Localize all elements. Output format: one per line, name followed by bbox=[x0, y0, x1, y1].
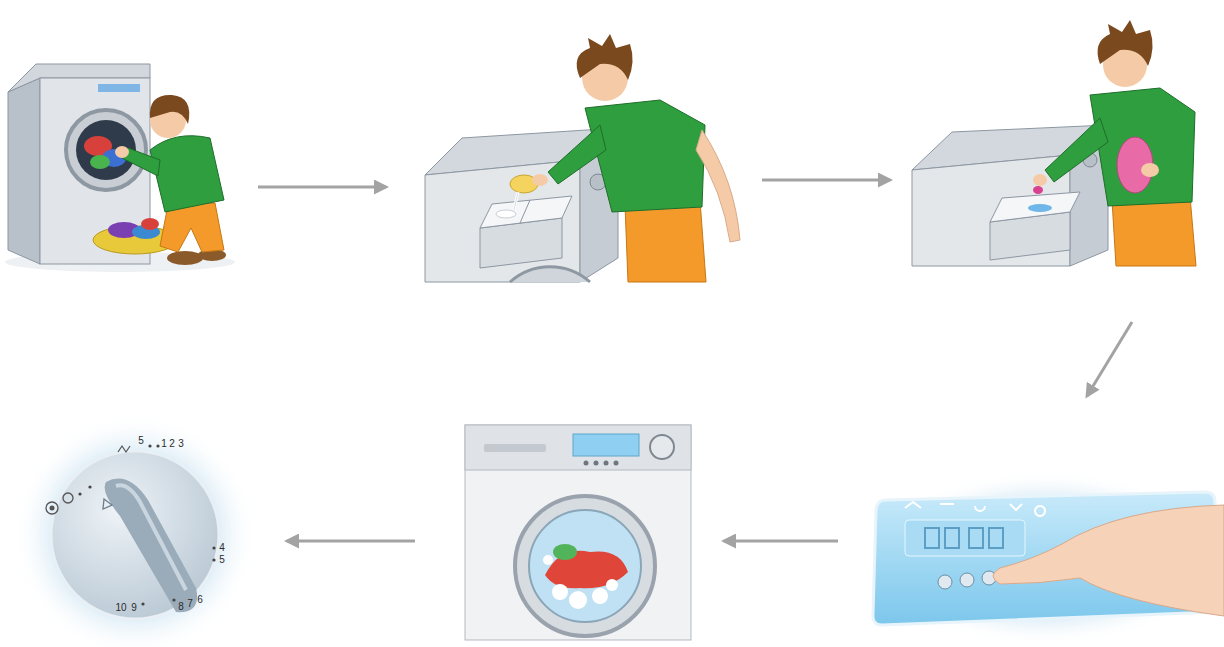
control-panel-step-part bbox=[925, 528, 939, 548]
dial-number: 6 bbox=[197, 595, 203, 605]
loading-step-part bbox=[90, 155, 110, 169]
loading-step-part bbox=[8, 78, 40, 264]
washing-step-part bbox=[465, 425, 691, 470]
dial-number: 4 bbox=[219, 543, 225, 553]
softener-step-part bbox=[990, 192, 1080, 222]
program-dial-part bbox=[212, 558, 215, 561]
control-panel-step-part bbox=[960, 573, 974, 587]
control-panel-step-part bbox=[905, 502, 1045, 516]
program-dial-part bbox=[13, 413, 257, 647]
program-dial-part bbox=[105, 479, 198, 613]
dial-number: 1 bbox=[161, 439, 167, 449]
program-dial-part bbox=[51, 451, 219, 619]
washing-step-part bbox=[515, 496, 655, 636]
washing-step-part bbox=[606, 579, 618, 591]
detergent-step-part bbox=[514, 192, 518, 210]
detergent-step-part bbox=[532, 174, 548, 186]
program-dial-part bbox=[63, 493, 73, 503]
loading-step-part bbox=[150, 136, 224, 212]
control-panel-step bbox=[870, 470, 1224, 646]
washing-step-part bbox=[552, 584, 568, 600]
washing-step-part bbox=[543, 555, 553, 565]
washing-step-part bbox=[465, 425, 691, 640]
dial-number: 10 bbox=[115, 603, 126, 613]
program-dial-part bbox=[156, 444, 159, 447]
program-dial-part bbox=[116, 485, 186, 590]
detergent-step-part bbox=[548, 125, 606, 184]
softener-step-part bbox=[1033, 174, 1047, 186]
program-dial-part bbox=[88, 485, 91, 488]
step-arrows-part bbox=[1087, 322, 1132, 396]
loading-step-part bbox=[141, 218, 159, 230]
program-dial-part bbox=[172, 598, 175, 601]
softener-step-part bbox=[1033, 186, 1043, 194]
detergent-step-part bbox=[514, 192, 518, 210]
step-arrows-part bbox=[762, 179, 890, 182]
control-panel-step-part bbox=[938, 575, 952, 589]
step-arrows-part bbox=[258, 186, 386, 189]
loading-step-part bbox=[167, 251, 203, 265]
loading-step bbox=[5, 64, 235, 272]
washing-step-part bbox=[614, 461, 619, 466]
detergent-step-part bbox=[696, 130, 740, 242]
detergent-step-part bbox=[625, 200, 706, 282]
control-panel-step-part bbox=[989, 528, 1003, 548]
control-panel-step-part bbox=[905, 520, 1025, 556]
dial-number: 5 bbox=[219, 555, 225, 565]
control-panel-step-part bbox=[945, 528, 959, 548]
program-dial-part bbox=[148, 444, 151, 447]
step-arrows-part bbox=[287, 540, 415, 543]
washing-step-part bbox=[594, 461, 599, 466]
softener-step-part bbox=[1098, 20, 1153, 66]
washing-step-part bbox=[569, 591, 587, 609]
washing-step-part bbox=[529, 510, 641, 622]
dial-number: 9 bbox=[131, 603, 137, 613]
washing-step-part bbox=[484, 444, 546, 452]
dial-number: 7 bbox=[187, 599, 193, 609]
dial-number: 8 bbox=[178, 602, 184, 612]
softener-step-part bbox=[1090, 88, 1195, 206]
detergent-step-part bbox=[510, 267, 590, 282]
washing-step-part bbox=[553, 544, 577, 560]
dial-number: 5 bbox=[138, 436, 144, 446]
detergent-step-part bbox=[577, 34, 633, 80]
softener-step-part bbox=[1028, 204, 1052, 212]
loading-step-part bbox=[98, 84, 140, 92]
detergent-step-part bbox=[496, 210, 516, 218]
detergent-step-part bbox=[585, 100, 705, 212]
program-dial-part bbox=[212, 546, 215, 549]
washing-step bbox=[465, 425, 691, 640]
washing-step-part bbox=[592, 588, 608, 604]
program-dial bbox=[13, 413, 257, 647]
dial-number: 2 bbox=[169, 439, 175, 449]
detergent-step bbox=[425, 34, 740, 282]
program-dial-part bbox=[50, 506, 55, 511]
program-dial-part bbox=[78, 492, 81, 495]
program-dial-part bbox=[103, 499, 112, 509]
detergent-step-part bbox=[480, 196, 572, 228]
softener-step-part bbox=[1141, 163, 1159, 177]
washing-step-part bbox=[573, 434, 639, 456]
detergent-step-part bbox=[520, 200, 530, 223]
softener-step-part bbox=[1045, 118, 1108, 182]
control-panel-step-part bbox=[993, 505, 1224, 616]
program-dial-part bbox=[118, 446, 130, 452]
program-dial-part bbox=[46, 502, 58, 514]
softener-step bbox=[912, 20, 1196, 266]
dial-number: 3 bbox=[178, 439, 184, 449]
program-dial-part bbox=[141, 602, 144, 605]
loading-step-part bbox=[76, 120, 136, 180]
washing-step-part bbox=[584, 461, 589, 466]
control-panel-step-part bbox=[969, 528, 983, 548]
washing-step-part bbox=[604, 461, 609, 466]
loading-step-part bbox=[150, 95, 189, 124]
loading-step-part bbox=[115, 146, 129, 158]
softener-step-part bbox=[1112, 196, 1196, 266]
washing-step-part bbox=[650, 435, 674, 459]
step-arrows-part bbox=[724, 540, 838, 543]
